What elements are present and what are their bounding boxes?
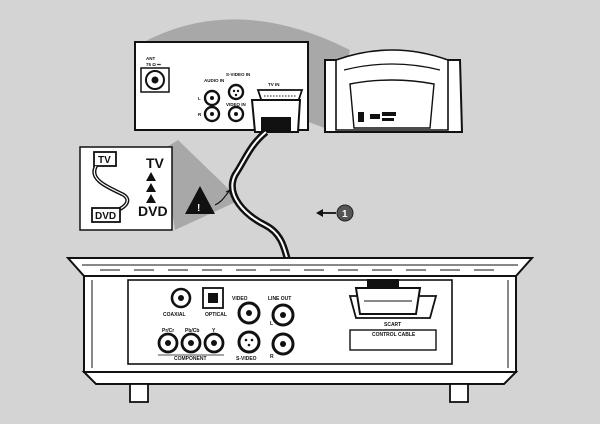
video-in-label: VIDEO IN bbox=[226, 102, 246, 107]
audio-l-label: L bbox=[198, 96, 201, 101]
inset-tv-plug-label: TV bbox=[98, 155, 111, 166]
warning-symbol: ! bbox=[197, 203, 200, 214]
inset-tv-plug-icon bbox=[93, 151, 117, 167]
arrow-up-icon-2 bbox=[146, 183, 156, 192]
line-out-l-label: L bbox=[270, 321, 273, 327]
line-out-r-label: R bbox=[270, 354, 274, 360]
pb-label: Pb/Cb bbox=[185, 328, 199, 334]
dvd-player bbox=[65, 257, 535, 403]
audio-in-label: AUDIO IN bbox=[204, 78, 224, 83]
dvd-scart-plug-icon bbox=[354, 279, 422, 315]
inset-tv-label: TV bbox=[146, 155, 165, 171]
inset-dvd-plug-label: DVD bbox=[95, 211, 116, 222]
antenna-spec-label: 75 Ω ⎓ bbox=[146, 62, 161, 67]
step-1-callout: 1 bbox=[316, 204, 354, 222]
cable-orientation-inset: TV DVD TV DVD bbox=[79, 146, 173, 231]
antenna-label: ANT bbox=[146, 56, 155, 61]
step-1-badge bbox=[336, 204, 354, 222]
warning-icon: ! bbox=[185, 186, 215, 214]
tv-scart-plug-icon bbox=[250, 99, 302, 133]
audio-r-label: R bbox=[198, 112, 202, 117]
svideo-out-jack-icon[interactable] bbox=[237, 330, 261, 354]
step-1-number: 1 bbox=[342, 209, 348, 220]
tv-in-label: TV IN bbox=[268, 82, 280, 87]
pr-label: Pr/Cr bbox=[162, 328, 174, 334]
foot-right-icon bbox=[449, 383, 469, 403]
svideo-jack-icon[interactable] bbox=[227, 83, 245, 101]
line-out-label: LINE OUT bbox=[268, 296, 291, 302]
control-cable-label: CONTROL CABLE bbox=[372, 332, 416, 338]
arrow-up-icon-3 bbox=[146, 194, 156, 203]
arrow-up-icon bbox=[146, 172, 156, 181]
arrow-left-icon bbox=[316, 209, 323, 217]
control-cable-port[interactable] bbox=[349, 329, 437, 351]
component-label: COMPONENT bbox=[174, 356, 207, 362]
y-label: Y bbox=[212, 328, 216, 334]
inset-beam bbox=[162, 140, 240, 230]
optical-label: OPTICAL bbox=[205, 312, 227, 318]
tv-back bbox=[324, 49, 464, 133]
inset-dvd-label: DVD bbox=[138, 203, 168, 219]
video-label: VIDEO bbox=[232, 296, 248, 302]
foot-left-icon bbox=[129, 383, 149, 403]
scart-label: SCART bbox=[384, 322, 401, 328]
svideo-label: S-VIDEO bbox=[236, 356, 257, 362]
svideo-in-label: S-VIDEO IN bbox=[226, 72, 250, 77]
inset-dvd-plug-icon bbox=[91, 207, 121, 223]
coaxial-label: COAXIAL bbox=[163, 312, 186, 318]
